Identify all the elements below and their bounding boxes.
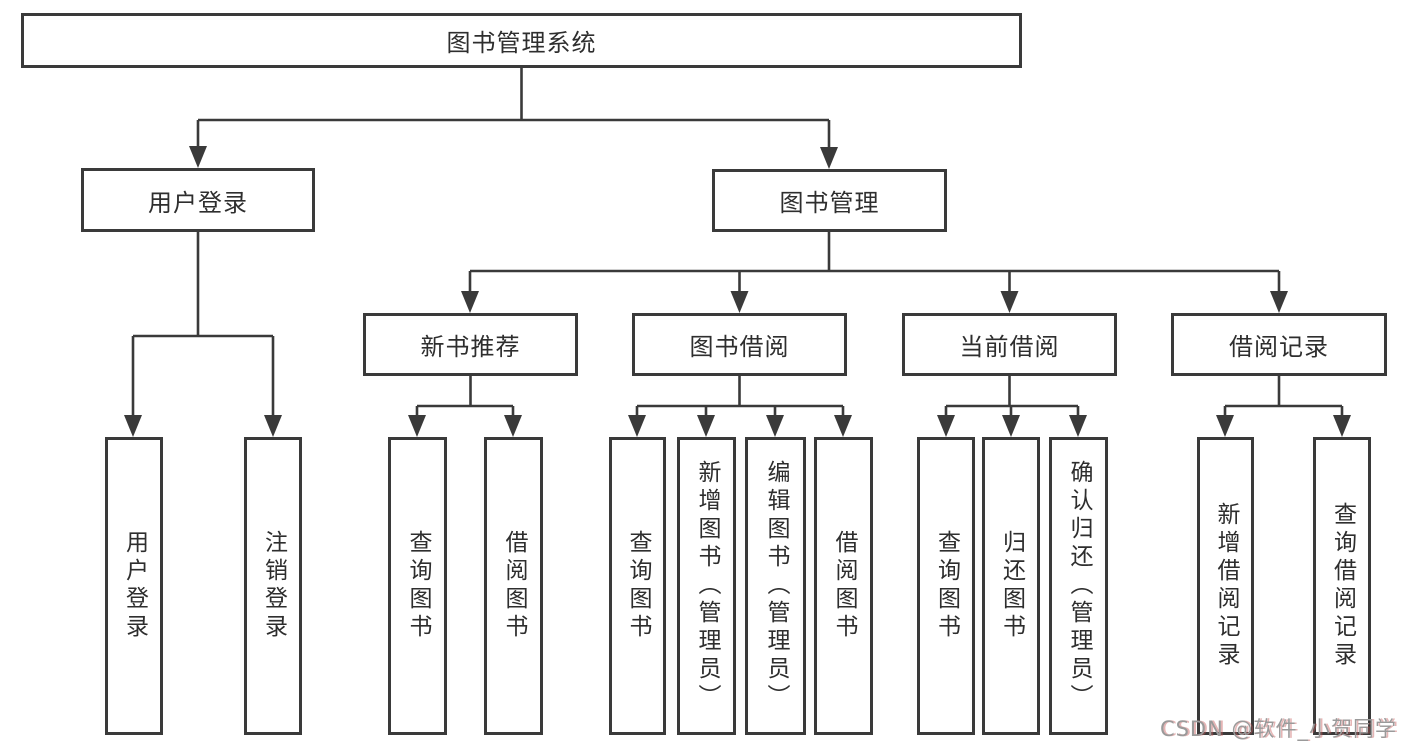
- leaf-add-books-admin: 新增图书（管理员）: [677, 437, 736, 735]
- node-label: 新书推荐: [420, 333, 521, 361]
- leaf-return-books: 归还图书: [982, 437, 1040, 735]
- node-book-management: 图书管理: [712, 169, 947, 232]
- leaf-label: 新增图书（管理员）: [694, 460, 720, 712]
- csdn-watermark: CSDN @软件_小贺同学: [1159, 717, 1397, 741]
- node-library-management-system: 图书管理系统: [21, 13, 1022, 68]
- leaf-borrow-books: 借阅图书: [814, 437, 873, 735]
- leaf-label: 借阅图书: [501, 530, 527, 642]
- leaf-add-borrow-record: 新增借阅记录: [1197, 437, 1254, 735]
- node-current-borrowing: 当前借阅: [902, 313, 1117, 376]
- node-label: 图书管理: [779, 189, 880, 217]
- leaf-label: 借阅图书: [831, 530, 857, 642]
- node-label: 图书管理系统: [446, 29, 597, 57]
- leaf-label: 用户登录: [121, 530, 148, 642]
- leaf-label: 编辑图书（管理员）: [763, 460, 789, 712]
- node-user-login: 用户登录: [81, 168, 315, 232]
- node-label: 当前借阅: [959, 333, 1060, 361]
- node-borrowing-records: 借阅记录: [1171, 313, 1387, 376]
- leaf-label: 查询图书: [405, 530, 431, 642]
- arrowhead-icons: [124, 146, 1351, 437]
- leaf-confirm-return-admin: 确认归还（管理员）: [1049, 437, 1108, 735]
- node-label: 借阅记录: [1229, 333, 1329, 361]
- leaf-user-login: 用户登录: [105, 437, 163, 735]
- node-book-borrowing: 图书借阅: [632, 313, 847, 376]
- node-new-book-recommendation: 新书推荐: [363, 313, 578, 376]
- leaf-label: 查询图书: [625, 530, 651, 642]
- leaf-edit-books-admin: 编辑图书（管理员）: [745, 437, 806, 735]
- leaf-label: 归还图书: [998, 530, 1025, 642]
- leaf-query-books-recommendation: 查询图书: [388, 437, 447, 735]
- leaf-query-books-borrowing: 查询图书: [609, 437, 666, 735]
- leaf-query-books-current: 查询图书: [917, 437, 975, 735]
- leaf-borrow-books-recommendation: 借阅图书: [484, 437, 543, 735]
- leaf-label: 查询借阅记录: [1329, 502, 1356, 670]
- leaf-query-borrow-record: 查询借阅记录: [1313, 437, 1371, 735]
- node-label: 图书借阅: [689, 333, 790, 361]
- leaf-label: 查询图书: [933, 530, 960, 642]
- leaf-logout: 注销登录: [244, 437, 302, 735]
- leaf-label: 确认归还（管理员）: [1066, 460, 1092, 712]
- leaf-label: 注销登录: [260, 530, 287, 642]
- leaf-label: 新增借阅记录: [1213, 502, 1239, 670]
- node-label: 用户登录: [148, 188, 248, 217]
